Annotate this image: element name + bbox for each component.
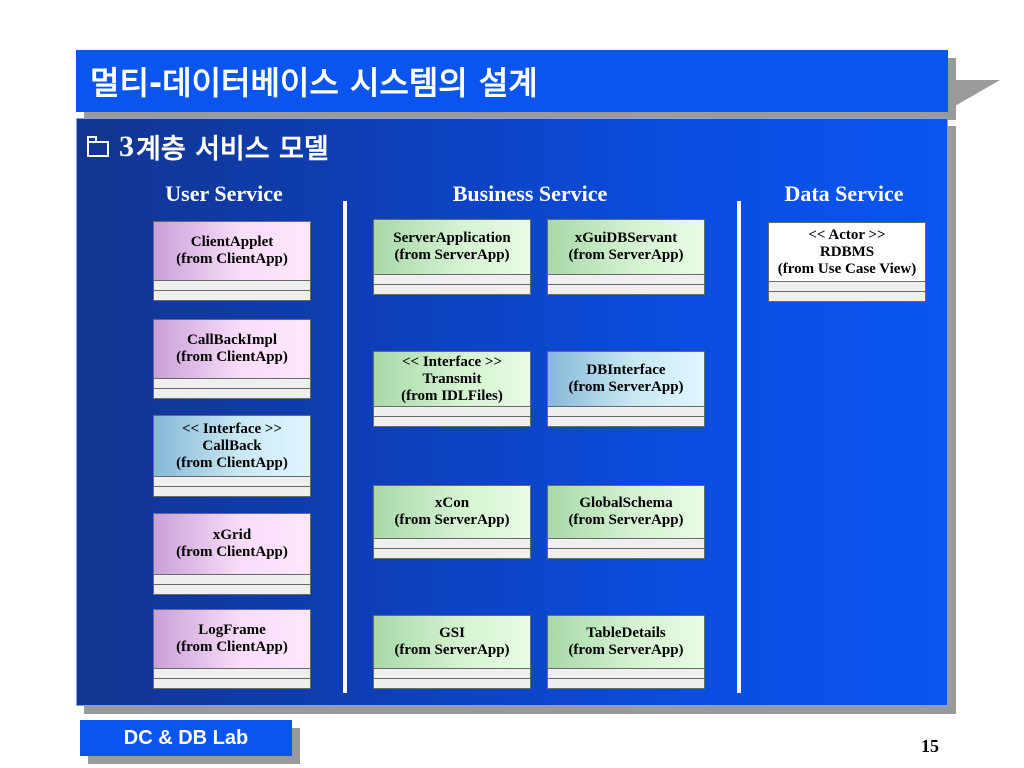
class-name: ClientApplet <box>190 234 274 250</box>
class-package: (from ClientApp) <box>176 251 288 267</box>
class-box-db-interface[interactable]: DBInterface (from ServerApp) <box>547 351 705 427</box>
class-package: (from ServerApp) <box>394 247 510 263</box>
attributes-compartment <box>154 575 310 585</box>
attributes-compartment <box>154 669 310 679</box>
class-box-transmit-interface[interactable]: << Interface >> Transmit (from IDLFiles) <box>373 351 531 427</box>
class-name: GlobalSchema <box>579 495 673 511</box>
class-name: TableDetails <box>586 625 666 641</box>
attributes-compartment <box>374 407 530 417</box>
class-package: (from ServerApp) <box>394 512 510 528</box>
column-divider-left <box>343 201 347 693</box>
class-name: CallBack <box>202 437 262 454</box>
attributes-compartment <box>548 407 704 417</box>
attributes-compartment <box>548 539 704 549</box>
operations-compartment <box>374 679 530 688</box>
class-box-server-application[interactable]: ServerApplication (from ServerApp) <box>373 219 531 295</box>
attributes-compartment <box>548 275 704 285</box>
class-package: (from ServerApp) <box>568 379 684 395</box>
operations-compartment <box>154 291 310 300</box>
operations-compartment <box>769 292 925 301</box>
attributes-compartment <box>154 379 310 389</box>
class-box-client-applet[interactable]: ClientApplet (from ClientApp) <box>153 221 311 301</box>
operations-compartment <box>548 285 704 294</box>
class-name: DBInterface <box>586 362 666 378</box>
class-box-xgrid[interactable]: xGrid (from ClientApp) <box>153 513 311 595</box>
attributes-compartment <box>548 669 704 679</box>
column-header-business-service: Business Service <box>452 181 608 206</box>
class-name: xGrid <box>212 527 252 543</box>
class-package: (from ServerApp) <box>568 512 684 528</box>
class-name: Transmit <box>422 370 482 387</box>
operations-compartment <box>374 417 530 426</box>
class-package: (from ClientApp) <box>176 639 288 655</box>
class-stereotype: << Interface >> <box>402 353 502 370</box>
class-box-callback-interface[interactable]: << Interface >> CallBack (from ClientApp… <box>153 415 311 497</box>
operations-compartment <box>548 417 704 426</box>
column-header-user-service: User Service <box>165 181 283 206</box>
class-package: (from Use Case View) <box>777 260 917 277</box>
title-bar: 멀티-데이터베이스 시스템의 설계 <box>76 50 948 112</box>
subtitle-number: 3 <box>119 129 134 163</box>
class-box-gsi[interactable]: GSI (from ServerApp) <box>373 615 531 689</box>
title-arrow-decoration <box>948 80 1000 110</box>
class-package: (from ServerApp) <box>568 642 684 658</box>
class-package: (from ClientApp) <box>176 349 288 365</box>
class-package: (from ClientApp) <box>176 454 288 471</box>
column-header-data-service: Data Service <box>784 181 904 206</box>
class-name: GSI <box>439 625 465 641</box>
column-divider-right <box>737 201 741 693</box>
class-box-table-details[interactable]: TableDetails (from ServerApp) <box>547 615 705 689</box>
content-panel: 3 계층 서비스 모델 User Service Business Servic… <box>76 118 948 706</box>
class-box-callback-impl[interactable]: CallBackImpl (from ClientApp) <box>153 319 311 399</box>
attributes-compartment <box>154 281 310 291</box>
folder-icon <box>87 135 109 157</box>
attributes-compartment <box>769 282 925 292</box>
attributes-compartment <box>154 477 310 487</box>
class-box-rdbms-actor[interactable]: << Actor >> RDBMS (from Use Case View) <box>768 222 926 302</box>
attributes-compartment <box>374 539 530 549</box>
operations-compartment <box>548 679 704 688</box>
class-name: LogFrame <box>198 622 266 638</box>
footer-lab-label: DC & DB Lab <box>80 720 292 756</box>
class-package: (from IDLFiles) <box>401 387 503 404</box>
class-name: xCon <box>434 495 470 511</box>
operations-compartment <box>374 285 530 294</box>
class-package: (from ClientApp) <box>176 544 288 560</box>
class-name: CallBackImpl <box>186 332 277 348</box>
operations-compartment <box>154 585 310 594</box>
slide-title: 멀티-데이터베이스 시스템의 설계 <box>90 64 538 102</box>
class-package: (from ServerApp) <box>394 642 510 658</box>
class-stereotype: << Interface >> <box>182 420 282 437</box>
subtitle-text: 계층 서비스 모델 <box>136 134 329 165</box>
class-box-global-schema[interactable]: GlobalSchema (from ServerApp) <box>547 485 705 559</box>
operations-compartment <box>374 549 530 558</box>
class-box-xgui-db-servant[interactable]: xGuiDBServant (from ServerApp) <box>547 219 705 295</box>
attributes-compartment <box>374 275 530 285</box>
class-box-logframe[interactable]: LogFrame (from ClientApp) <box>153 609 311 689</box>
operations-compartment <box>154 487 310 496</box>
class-name: ServerApplication <box>393 230 511 246</box>
class-stereotype: << Actor >> <box>808 226 886 243</box>
class-name: xGuiDBServant <box>574 230 678 246</box>
subtitle: 3 계층 서비스 모델 <box>87 127 329 166</box>
class-name: RDBMS <box>819 243 875 260</box>
operations-compartment <box>154 679 310 688</box>
operations-compartment <box>548 549 704 558</box>
attributes-compartment <box>374 669 530 679</box>
page-number: 15 <box>921 736 939 756</box>
class-box-xcon[interactable]: xCon (from ServerApp) <box>373 485 531 559</box>
class-package: (from ServerApp) <box>568 247 684 263</box>
operations-compartment <box>154 389 310 398</box>
